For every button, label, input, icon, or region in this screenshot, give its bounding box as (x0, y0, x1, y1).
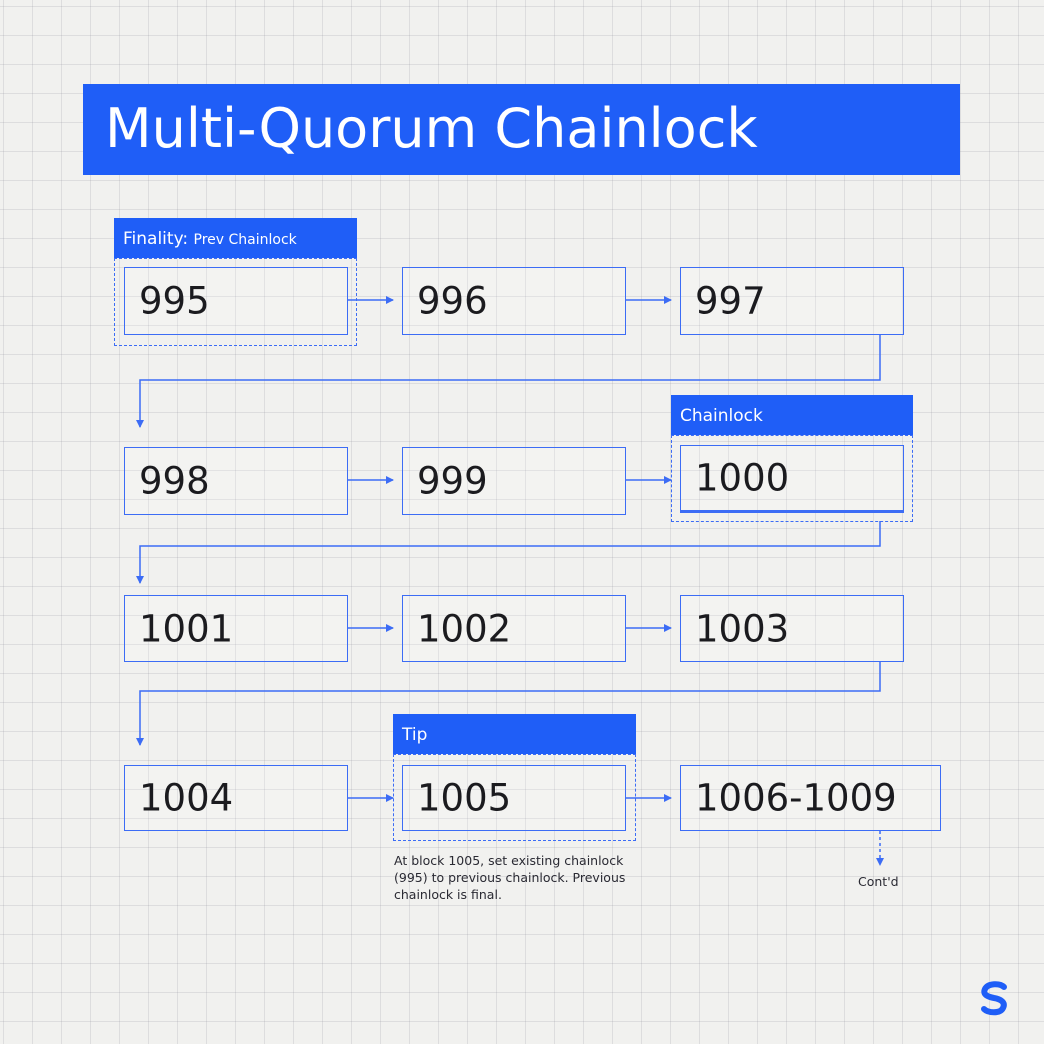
block-number: 1006-1009 (695, 776, 897, 820)
block-999: 999 (402, 447, 626, 515)
tip-note-line: At block 1005, set existing chainlock (394, 853, 624, 868)
arrow-1003-1004 (136, 661, 881, 746)
arrow-997-998 (136, 334, 881, 428)
finality-tag-sublabel: Prev Chainlock (193, 232, 297, 248)
block-1005: 1005 (402, 765, 626, 831)
block-1003: 1003 (680, 595, 904, 662)
arrow-1000-1001 (136, 521, 881, 584)
tip-tag-label: Tip (402, 725, 428, 745)
block-number: 999 (417, 459, 488, 503)
block-number: 1004 (139, 776, 234, 820)
block-998: 998 (124, 447, 348, 515)
block-1006-1009: 1006-1009 (680, 765, 941, 831)
block-number: 995 (139, 279, 210, 323)
title-banner: Multi-Quorum Chainlock (83, 84, 960, 175)
finality-tag: Finality: Prev Chainlock (114, 218, 357, 258)
block-1001: 1001 (124, 595, 348, 662)
block-1002: 1002 (402, 595, 626, 662)
tip-highlight-frame (393, 754, 636, 841)
block-996: 996 (402, 267, 626, 335)
block-995: 995 (124, 267, 348, 335)
chainlock-highlight-frame (671, 435, 913, 522)
tip-note: At block 1005, set existing chainlock (9… (394, 852, 625, 903)
block-number: 1003 (695, 607, 790, 650)
chainlock-tag: Chainlock (671, 395, 913, 435)
tip-note-line: (995) to previous chainlock. Previous (394, 870, 626, 885)
block-number: 1005 (417, 776, 512, 820)
page-title: Multi-Quorum Chainlock (105, 97, 758, 160)
finality-tag-label: Finality: (123, 229, 189, 249)
block-number: 997 (695, 279, 766, 323)
tip-tag: Tip (393, 714, 636, 754)
block-number: 1002 (417, 607, 512, 650)
continued-label: Cont'd (858, 874, 899, 889)
block-1000: 1000 (680, 445, 904, 513)
finality-highlight-frame (114, 258, 357, 346)
chainlock-tag-label: Chainlock (680, 406, 763, 426)
brand-logo-icon (981, 981, 1007, 1016)
block-1004: 1004 (124, 765, 348, 831)
tip-note-line: chainlock is final. (394, 887, 502, 902)
block-number: 1001 (139, 607, 234, 650)
block-number: 1000 (695, 456, 790, 500)
block-997: 997 (680, 267, 904, 335)
block-number: 996 (417, 279, 488, 323)
block-number: 998 (139, 459, 210, 503)
